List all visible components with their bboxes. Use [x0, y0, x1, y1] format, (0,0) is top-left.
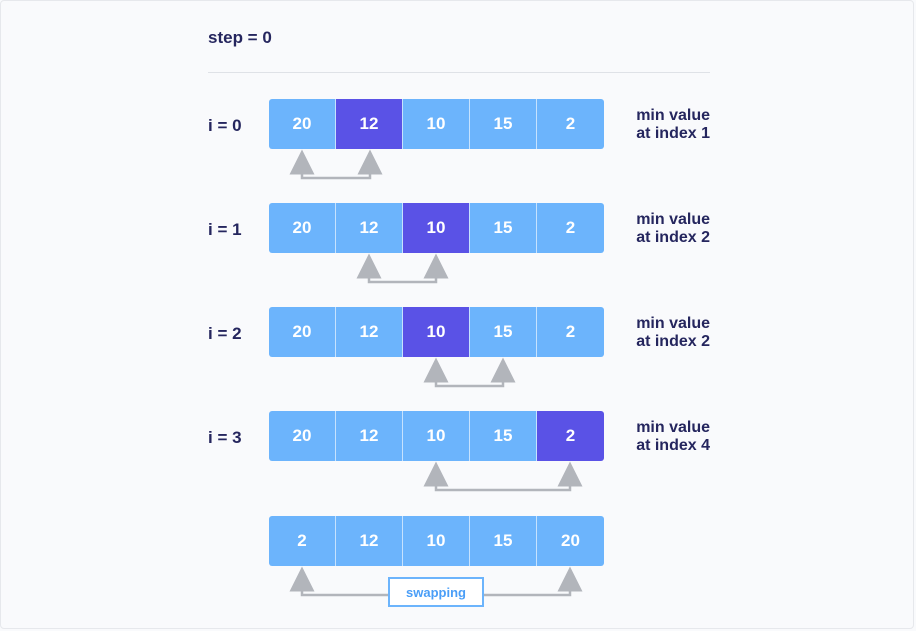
swapping-label: swapping	[388, 577, 484, 607]
array-cell: 20	[269, 411, 336, 461]
array-cell: 20	[537, 516, 604, 566]
note-line: min value	[636, 211, 710, 228]
row-label-2: i = 2	[208, 324, 242, 343]
array-cell-min: 12	[336, 99, 403, 149]
array-row-2: 20 12 10 15 2	[269, 307, 604, 357]
array-cell: 15	[470, 411, 537, 461]
min-note-1: min value at index 2	[620, 211, 710, 247]
array-row-final: 2 12 10 15 20	[269, 516, 604, 566]
row-label-0: i = 0	[208, 116, 242, 135]
array-row-3: 20 12 10 15 2	[269, 411, 604, 461]
note-line: at index 4	[636, 437, 710, 454]
array-row-1: 20 12 10 15 2	[269, 203, 604, 253]
row-label-3: i = 3	[208, 428, 242, 447]
note-line: at index 2	[636, 229, 710, 246]
min-note-3: min value at index 4	[620, 419, 710, 455]
array-cell: 20	[269, 307, 336, 357]
array-row-0: 20 12 10 15 2	[269, 99, 604, 149]
compare-arrow-2	[423, 357, 516, 388]
array-cell: 20	[269, 203, 336, 253]
array-cell-min: 2	[537, 411, 604, 461]
array-cell-min: 10	[403, 203, 470, 253]
array-cell: 10	[403, 411, 470, 461]
array-cell: 2	[537, 99, 604, 149]
array-cell: 12	[336, 516, 403, 566]
array-cell: 2	[537, 307, 604, 357]
row-label-1: i = 1	[208, 220, 242, 239]
step-title: step = 0	[208, 28, 272, 47]
compare-arrow-0	[289, 149, 383, 180]
min-note-2: min value at index 2	[620, 315, 710, 351]
array-cell: 20	[269, 99, 336, 149]
note-line: min value	[636, 419, 710, 436]
array-cell: 15	[470, 99, 537, 149]
array-cell: 10	[403, 99, 470, 149]
note-line: min value	[636, 107, 710, 124]
array-cell: 12	[336, 307, 403, 357]
array-cell-min: 10	[403, 307, 470, 357]
array-cell: 15	[470, 516, 537, 566]
array-cell: 10	[403, 516, 470, 566]
array-cell: 15	[470, 203, 537, 253]
min-note-0: min value at index 1	[620, 107, 710, 143]
divider	[208, 72, 710, 73]
array-cell: 2	[269, 516, 336, 566]
compare-arrow-1	[356, 253, 449, 284]
note-line: min value	[636, 315, 710, 332]
array-cell: 15	[470, 307, 537, 357]
array-cell: 12	[336, 203, 403, 253]
compare-arrow-3	[423, 461, 583, 492]
array-cell: 12	[336, 411, 403, 461]
array-cell: 2	[537, 203, 604, 253]
note-line: at index 1	[636, 125, 710, 142]
note-line: at index 2	[636, 333, 710, 350]
